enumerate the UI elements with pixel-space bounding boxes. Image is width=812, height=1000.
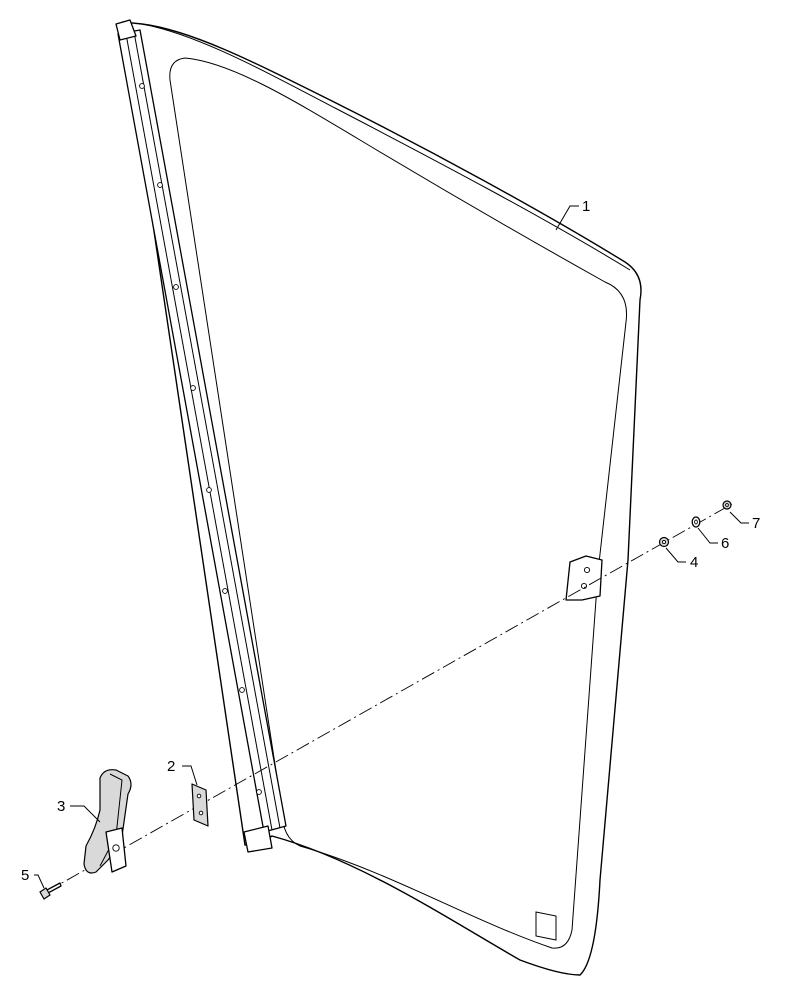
hinge-rail-line-b [133,31,281,829]
rail-hole-7 [239,687,245,693]
spacer-plate-hole-upper [196,793,202,799]
lock-nut-bore [725,503,729,507]
callout-6: 6 [721,535,729,552]
screw-head [39,887,51,900]
nut-bore [661,539,667,545]
callout-4: 4 [690,554,698,571]
glass-label-sticker [535,911,557,941]
washer-bore [694,519,698,525]
hinge-rail [115,19,287,853]
hinge-rail-bottom-cap [243,825,273,853]
leader-3 [70,805,101,823]
spacer-plate-body [191,783,209,827]
rail-hole-5 [206,487,212,493]
door-handle [83,769,132,874]
callout-3: 3 [57,798,65,815]
leader-5 [34,874,45,889]
lock-nut [722,500,732,510]
door-glass-panel [122,21,642,976]
glass-outer-outline [122,21,642,976]
callout-5: 5 [21,867,29,884]
rail-hole-4 [190,385,196,391]
callout-2: 2 [167,758,175,775]
latch-plate [565,555,603,601]
leader-2 [182,765,198,786]
hinge-rail-body [117,29,287,833]
assembly-axis [45,503,733,893]
nut [658,536,670,548]
rail-hole-1 [139,83,145,89]
hinge-rail-top-cap [115,19,137,41]
rail-hole-3 [173,284,179,290]
hinge-rail-line-a [125,33,273,831]
rail-hole-2 [157,182,163,188]
washer [691,516,701,528]
rail-hole-8 [256,789,262,795]
leader-7 [729,511,749,524]
handle-grip-edge [99,773,123,867]
callout-7: 7 [752,515,760,532]
rail-hole-6 [222,588,228,594]
spacer-plate-hole-lower [198,810,204,816]
leader-6 [697,527,718,544]
spacer-plate [191,783,209,827]
glass-edge-line [141,23,631,271]
screw [39,882,62,900]
latch-plate-hole-upper [583,566,591,574]
glass-inner-outline [169,57,628,949]
leader-4 [665,547,686,563]
handle-mount-hole [112,844,120,852]
callout-1: 1 [582,198,590,215]
screw-shank [46,882,62,894]
leader-1 [555,205,579,231]
